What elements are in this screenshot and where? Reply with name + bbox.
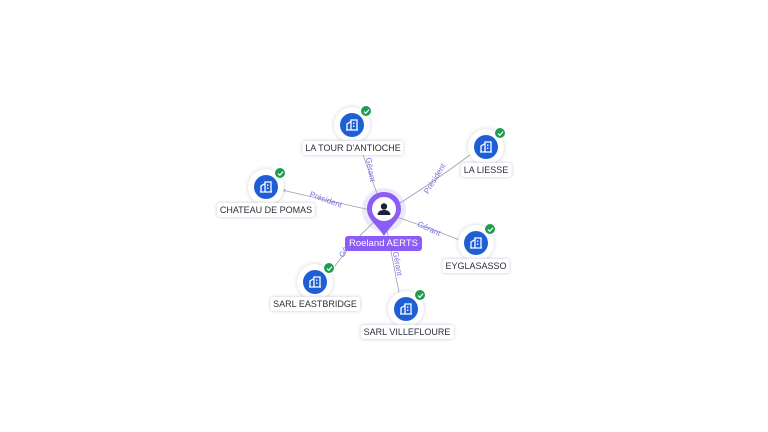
building-icon (464, 231, 488, 255)
company-node-eyglasasso[interactable] (456, 223, 496, 263)
company-node-tour[interactable] (332, 105, 372, 145)
company-label-eyglasasso[interactable]: EYGLASASSO (442, 259, 510, 273)
person-pin-icon[interactable] (365, 190, 403, 238)
company-node-eastbridge[interactable] (295, 262, 335, 302)
building-icon (254, 175, 278, 199)
relation-label: Gérant (364, 157, 377, 183)
company-label-liesse[interactable]: LA LIESSE (460, 163, 512, 177)
building-icon (474, 135, 498, 159)
building-icon (303, 270, 327, 294)
relation-label: Président (422, 161, 448, 195)
verified-check-icon (323, 262, 335, 274)
relation-label: Gérant (391, 251, 404, 277)
verified-check-icon (484, 223, 496, 235)
building-icon (340, 113, 364, 137)
company-node-pomas[interactable] (246, 167, 286, 207)
company-label-tour[interactable]: LA TOUR D'ANTIOCHE (302, 141, 404, 155)
verified-check-icon (414, 289, 426, 301)
center-person-label[interactable]: Roeland AERTS (345, 236, 423, 251)
company-label-eastbridge[interactable]: SARL EASTBRIDGE (270, 297, 360, 311)
company-node-liesse[interactable] (466, 127, 506, 167)
verified-check-icon (360, 105, 372, 117)
verified-check-icon (494, 127, 506, 139)
company-node-villefloure[interactable] (386, 289, 426, 329)
company-label-villefloure[interactable]: SARL VILLEFLOURE (360, 325, 454, 339)
verified-check-icon (274, 167, 286, 179)
company-label-pomas[interactable]: CHATEAU DE POMAS (216, 203, 316, 217)
building-icon (394, 297, 418, 321)
